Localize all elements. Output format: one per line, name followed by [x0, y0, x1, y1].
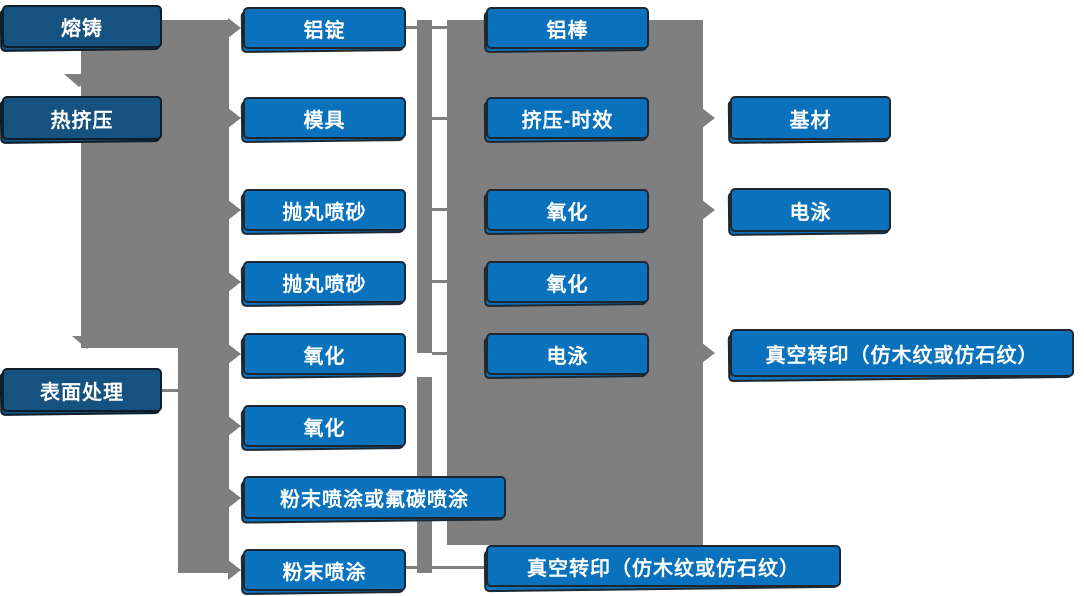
node-powder-fluorocarbon: 粉末喷涂或氟碳喷涂 — [243, 476, 506, 519]
node-base-material-label: 基材 — [730, 96, 891, 140]
connector-riser-column2 — [178, 20, 229, 573]
connector-stub-row2 — [432, 117, 447, 120]
connector-stub-powder-coating — [406, 566, 417, 569]
connector-stub-surface-treatment — [162, 389, 178, 392]
node-surface-treatment: 表面处理 — [2, 368, 162, 412]
arrow-right-to-oxidation-1-icon — [228, 344, 241, 364]
node-oxidation-1: 氧化 — [243, 333, 406, 375]
arrow-right-to-vacuum-transfer-right-icon — [702, 343, 715, 363]
arrow-right-to-powder-coating-icon — [228, 560, 241, 580]
node-vacuum-transfer-bottom: 真空转印（仿木纹或仿石纹） — [486, 545, 841, 587]
node-aluminum-ingot: 铝锭 — [243, 7, 406, 49]
node-aluminum-ingot-label: 铝锭 — [243, 7, 406, 49]
arrow-right-to-oxidation-2-icon — [228, 416, 241, 436]
node-electrophoresis-1: 电泳 — [486, 333, 649, 375]
node-oxidation-3-label: 氧化 — [486, 189, 649, 231]
node-shot-blasting-1: 抛丸喷砂 — [243, 189, 406, 231]
connector-narrow-band-bottom — [417, 377, 432, 573]
connector-stub-vacuum-bottom — [432, 566, 486, 569]
node-mold-label: 模具 — [243, 97, 406, 139]
node-extrusion-aging-label: 挤压-时效 — [486, 97, 649, 139]
connector-stub-ingot — [406, 26, 417, 29]
node-powder-coating: 粉末喷涂 — [243, 549, 406, 591]
connector-band-left — [81, 20, 178, 348]
node-powder-coating-label: 粉末喷涂 — [243, 549, 406, 591]
connector-stub-row5 — [432, 352, 447, 355]
node-shot-blasting-1-label: 抛丸喷砂 — [243, 189, 406, 231]
node-oxidation-1-label: 氧化 — [243, 333, 406, 375]
node-electrophoresis-2: 电泳 — [730, 188, 891, 232]
node-aluminum-rod-label: 铝棒 — [486, 7, 649, 49]
node-base-material: 基材 — [730, 96, 891, 140]
node-aluminum-rod: 铝棒 — [486, 7, 649, 49]
arrow-right-to-base-material-icon — [702, 108, 715, 128]
arrow-down-to-surface-treatment-icon — [72, 336, 102, 349]
node-smelting-casting-label: 熔铸 — [2, 5, 162, 48]
node-hot-extrusion-label: 热挤压 — [2, 96, 162, 140]
node-oxidation-2: 氧化 — [243, 405, 406, 447]
node-oxidation-4: 氧化 — [486, 261, 649, 303]
node-oxidation-2-label: 氧化 — [243, 405, 406, 447]
connector-stub-row1 — [432, 26, 447, 29]
node-vacuum-transfer-bottom-label: 真空转印（仿木纹或仿石纹） — [486, 545, 841, 587]
arrow-right-to-mold-icon — [228, 108, 241, 128]
arrow-down-to-hot-extrusion-icon — [64, 74, 94, 87]
connector-narrow-band-top — [417, 20, 432, 353]
node-vacuum-transfer-right-label: 真空转印（仿木纹或仿石纹） — [730, 329, 1074, 377]
arrow-right-to-shot-blasting-2-icon — [228, 272, 241, 292]
arrow-right-to-powder-fluorocarbon-icon — [228, 488, 241, 508]
node-oxidation-4-label: 氧化 — [486, 261, 649, 303]
arrow-right-to-electrophoresis-2-icon — [702, 200, 715, 220]
node-shot-blasting-2: 抛丸喷砂 — [243, 261, 406, 303]
connector-stub-row4 — [432, 280, 447, 283]
node-smelting-casting: 熔铸 — [2, 5, 162, 48]
node-vacuum-transfer-right: 真空转印（仿木纹或仿石纹） — [730, 329, 1074, 377]
node-surface-treatment-label: 表面处理 — [2, 368, 162, 412]
arrow-right-to-aluminum-ingot-icon — [228, 18, 241, 38]
node-oxidation-3: 氧化 — [486, 189, 649, 231]
node-hot-extrusion: 热挤压 — [2, 96, 162, 140]
node-extrusion-aging: 挤压-时效 — [486, 97, 649, 139]
node-mold: 模具 — [243, 97, 406, 139]
node-shot-blasting-2-label: 抛丸喷砂 — [243, 261, 406, 303]
node-powder-fluorocarbon-label: 粉末喷涂或氟碳喷涂 — [243, 476, 506, 519]
connector-stub-row3 — [432, 208, 447, 211]
node-electrophoresis-1-label: 电泳 — [486, 333, 649, 375]
arrow-right-to-shot-blasting-1-icon — [228, 200, 241, 220]
node-electrophoresis-2-label: 电泳 — [730, 188, 891, 232]
